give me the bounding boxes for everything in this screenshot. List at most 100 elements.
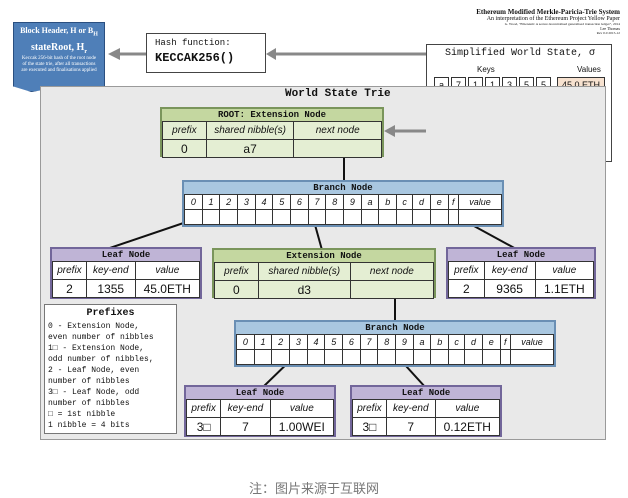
branch1-slot-pointer (272, 209, 292, 225)
branch1-slot-label: 9 (343, 194, 362, 210)
branch1-slot-pointer (307, 209, 327, 225)
leaf-b1-key-end: 7 (220, 417, 271, 436)
branch1-slot-label: value (458, 194, 502, 210)
prefix-line: odd number of nibbles, (48, 355, 154, 364)
branch1-slot-label: 2 (219, 194, 239, 210)
branch1-slot-label: 5 (272, 194, 292, 210)
branch2-slot-label: 7 (359, 334, 379, 350)
branch2-slot-pointer (430, 349, 450, 365)
ext-mid-col-shared: shared nibble(s) (257, 262, 351, 281)
leaf-b1-value: 1.00WEI (269, 417, 335, 436)
hash-function-label: Hash function: (155, 38, 231, 48)
leaf-right-col-key-end: key-end (483, 261, 536, 280)
leaf-left-col-key-end: key-end (85, 261, 136, 280)
leaf-right-col-value: value (534, 261, 595, 280)
branch1-slot-pointer (184, 209, 203, 225)
branch2-slot-pointer (464, 349, 483, 365)
trie-title: World State Trie (285, 88, 391, 100)
arrowhead-block-header (108, 48, 120, 60)
branch1-slot-label: d (412, 194, 431, 210)
leaf-b1-prefix: 3□ (185, 417, 222, 436)
diagram-credit: G. Wood, "Ethereum: A secure decentralis… (504, 22, 620, 26)
branch1-slot-pointer (219, 209, 239, 225)
state-root-description: Keccak 256-bit hash of the root node of … (21, 55, 97, 73)
root-prefix-value: 0 (162, 139, 207, 158)
leaf-left-value: 45.0ETH (134, 279, 201, 298)
branch2-slot-pointer (271, 349, 291, 365)
branch2-slot-label: a (412, 334, 432, 350)
leaf-b1-col-prefix: prefix (185, 399, 222, 418)
branch2-slot-label: 1 (253, 334, 273, 350)
branch1-slot-pointer (325, 209, 345, 225)
leaf-b2-key-end: 7 (385, 417, 436, 436)
branch2-slot-label: f (499, 334, 512, 350)
block-header-title: Block Header, H or B (20, 26, 94, 35)
branch1-slot-pointer (237, 209, 256, 225)
leaf-right-col-prefix: prefix (448, 261, 485, 280)
branch2-slot-pointer (306, 349, 326, 365)
root-col-shared: shared nibble(s) (205, 121, 295, 140)
hash-function-value: KECCAK256() (155, 51, 235, 65)
ext-mid-shared: d3 (257, 280, 351, 299)
branch1-slot-label: 0 (184, 194, 203, 210)
branch1-slot-pointer (396, 209, 414, 225)
branch1-slot-label: 8 (325, 194, 345, 210)
branch2-slot-label: 8 (377, 334, 397, 350)
leaf-node-bottom-1: Leaf Node prefix key-end value 3□ 7 1.00… (184, 385, 336, 437)
branch2-slot-pointer (289, 349, 308, 365)
branch1-slot-label: 3 (237, 194, 256, 210)
arrowhead-hash (266, 48, 276, 60)
diagram-subtitle: An interpretation of the Ethereum Projec… (486, 16, 620, 22)
image-caption: 注：图片来源于互联网 (248, 481, 379, 496)
leaf-b2-value: 0.12ETH (434, 417, 501, 436)
leaf-right-value: 1.1ETH (534, 279, 595, 298)
leaf-left-prefix: 2 (52, 279, 87, 298)
branch1-slot-pointer (201, 209, 221, 225)
branch1-slot-label: 4 (254, 194, 274, 210)
branch2-slot-label: e (481, 334, 501, 350)
branch2-title: Branch Node (365, 323, 425, 333)
branch2-slot-pointer (395, 349, 414, 365)
prefixes-legend: Prefixes 0 - Extension Node,even number … (44, 304, 177, 434)
block-header-badge: Block Header, H or BH stateRoot, Hr Kecc… (13, 22, 105, 92)
leaf-b2-col-value: value (434, 399, 501, 418)
leaf-node-right: Leaf Node prefix key-end value 2 9365 1.… (446, 247, 596, 299)
leaf-b2-col-key-end: key-end (385, 399, 436, 418)
ext-mid-col-prefix: prefix (214, 262, 259, 281)
branch1-slot-pointer (429, 209, 449, 225)
world-state-keys-label: Keys (477, 65, 495, 74)
branch2-slot-pointer (236, 349, 255, 365)
leaf-b2-prefix: 3□ (352, 417, 387, 436)
prefixes-lines: 0 - Extension Node,even number of nibble… (45, 321, 176, 431)
ext-mid-col-next: next node (349, 262, 435, 281)
title-block: Ethereum Modified Merkle-Paricia-Trie Sy… (440, 8, 620, 35)
branch1-slot-label: c (396, 194, 414, 210)
diagram-title: Ethereum Modified Merkle-Paricia-Trie Sy… (476, 8, 620, 16)
branch2-slot-label: c (448, 334, 466, 350)
leaf-b1-title: Leaf Node (235, 388, 285, 398)
root-col-prefix: prefix (162, 121, 207, 140)
branch1-slot-label: 6 (290, 194, 309, 210)
branch2-slot-label: 3 (289, 334, 308, 350)
branch1-slot-pointer (290, 209, 309, 225)
ext-mid-next-cell (349, 280, 435, 299)
branch2-slot-pointer (377, 349, 397, 365)
root-node-title: ROOT: Extension Node (217, 110, 327, 120)
branch1-slot-label: a (360, 194, 380, 210)
leaf-right-prefix: 2 (448, 279, 485, 298)
leaf-left-col-value: value (134, 261, 201, 280)
branch2-slot-label: 9 (395, 334, 414, 350)
branch1-slot-label: 7 (307, 194, 327, 210)
branch2-slot-label: d (464, 334, 483, 350)
prefix-line: 1 nibble = 4 bits (48, 421, 130, 430)
prefix-line: 0 - Extension Node, (48, 322, 140, 331)
leaf-node-left: Leaf Node prefix key-end value 2 1355 45… (50, 247, 202, 299)
leaf-right-key-end: 9365 (483, 279, 536, 298)
prefix-line: 2 - Leaf Node, even (48, 366, 140, 375)
branch1-slot-label: 1 (201, 194, 221, 210)
leaf-node-bottom-2: Leaf Node prefix key-end value 3□ 7 0.12… (350, 385, 502, 437)
branch2-slot-label: 4 (306, 334, 326, 350)
branch2-slot-pointer (342, 349, 361, 365)
